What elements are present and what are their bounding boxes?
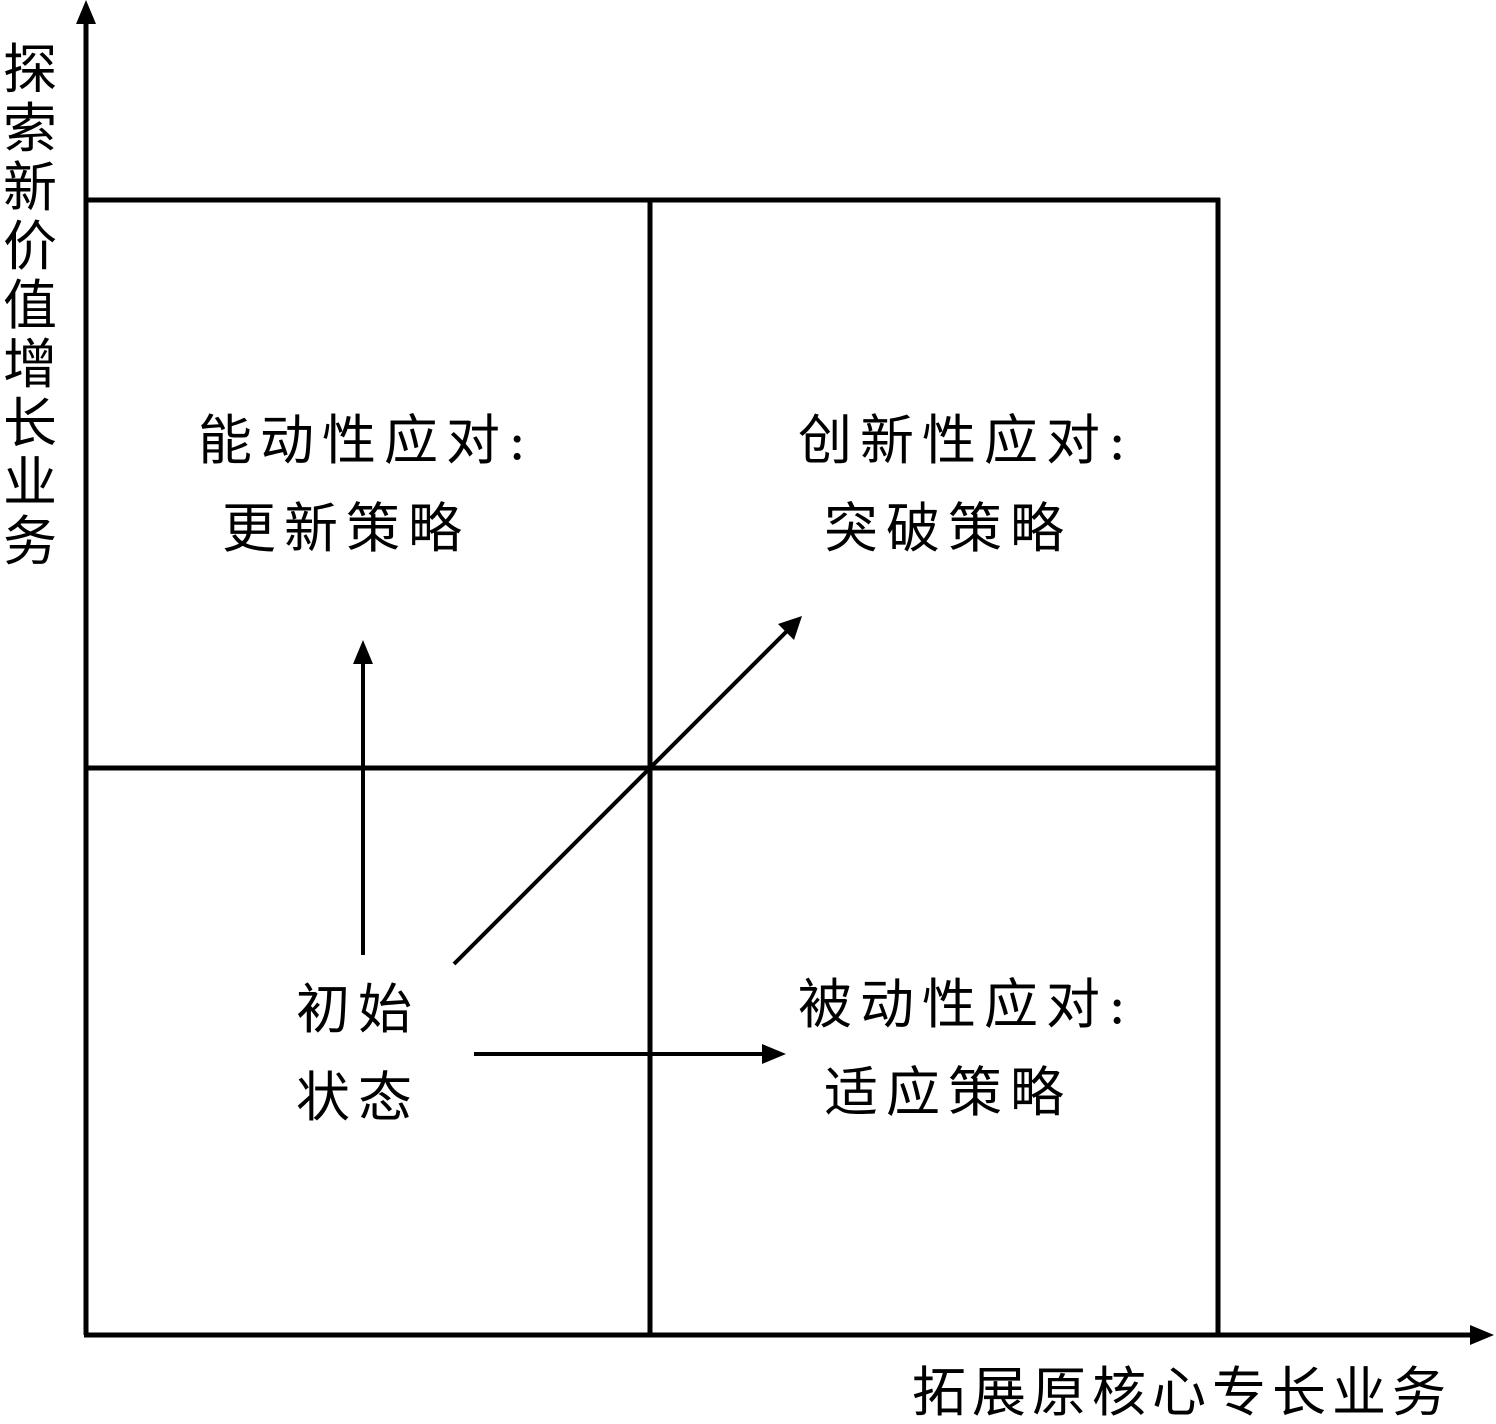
top-left-label-line1: 能动性应对:: [198, 409, 535, 472]
arrow-right-head: [762, 1044, 786, 1064]
bottom-right-label-line1: 被动性应对:: [798, 973, 1135, 1036]
x-axis-arrowhead: [1470, 1325, 1494, 1345]
y-axis-arrowhead: [76, 0, 96, 24]
y-axis-label: 探索新价值增长业务: [3, 38, 57, 573]
arrow-diagonal-head: [778, 616, 802, 640]
initial-state-label-line1: 初始: [296, 978, 420, 1041]
top-left-label-line2: 更新策略: [222, 497, 470, 560]
arrow-diagonal-shaft: [452, 628, 790, 966]
top-right-label-line2: 突破策略: [824, 497, 1072, 560]
x-axis-label: 拓展原核心专长业务: [912, 1361, 1452, 1424]
arrow-up-head: [353, 640, 373, 664]
top-right-label-line1: 创新性应对:: [798, 409, 1135, 472]
initial-state-label-line2: 状态: [296, 1066, 420, 1129]
bottom-right-label-line2: 适应策略: [824, 1061, 1072, 1124]
